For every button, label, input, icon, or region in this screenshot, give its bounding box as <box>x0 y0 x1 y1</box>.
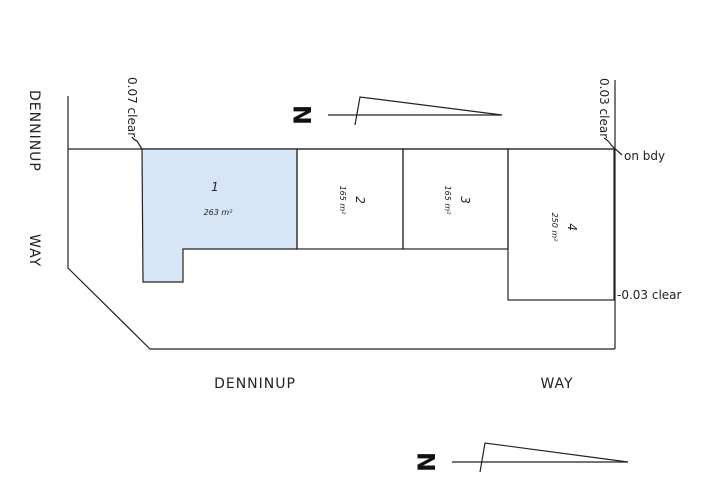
right-clearance: -0.03 clear <box>617 288 682 302</box>
property-boundary <box>67 96 615 350</box>
lot-3-area: 165 m² <box>443 186 452 216</box>
bottom-road-name: DENNINUP <box>214 376 296 392</box>
lot-4-area: 250 m² <box>550 213 559 243</box>
lot-4-number: 4 <box>565 223 579 231</box>
north-arrow-icon: N <box>289 96 503 126</box>
lot-3-number: 3 <box>458 196 472 204</box>
leader-line <box>603 137 623 156</box>
leader-line <box>131 136 143 150</box>
lot-3[interactable] <box>402 148 509 250</box>
north-arrow-icon: N <box>413 442 629 473</box>
lot-2[interactable] <box>296 148 404 250</box>
lot-4[interactable] <box>507 148 615 301</box>
on-boundary-note: on bdy <box>624 149 665 163</box>
lot-1-area: 263 m² <box>204 208 234 217</box>
svg-text:N: N <box>413 452 441 472</box>
lot-2-number: 2 <box>353 196 367 204</box>
svg-text:N: N <box>289 105 317 125</box>
left-road-type: WAY <box>26 234 42 267</box>
left-road-name: DENNINUP <box>26 90 42 172</box>
top-left-clearance: 0.07 clear <box>125 77 139 137</box>
lot-2-area: 165 m² <box>338 186 347 216</box>
top-right-clearance: 0.03 clear <box>597 78 611 138</box>
lot-1-number: 1 <box>211 180 219 194</box>
bottom-road-type: WAY <box>540 376 573 392</box>
